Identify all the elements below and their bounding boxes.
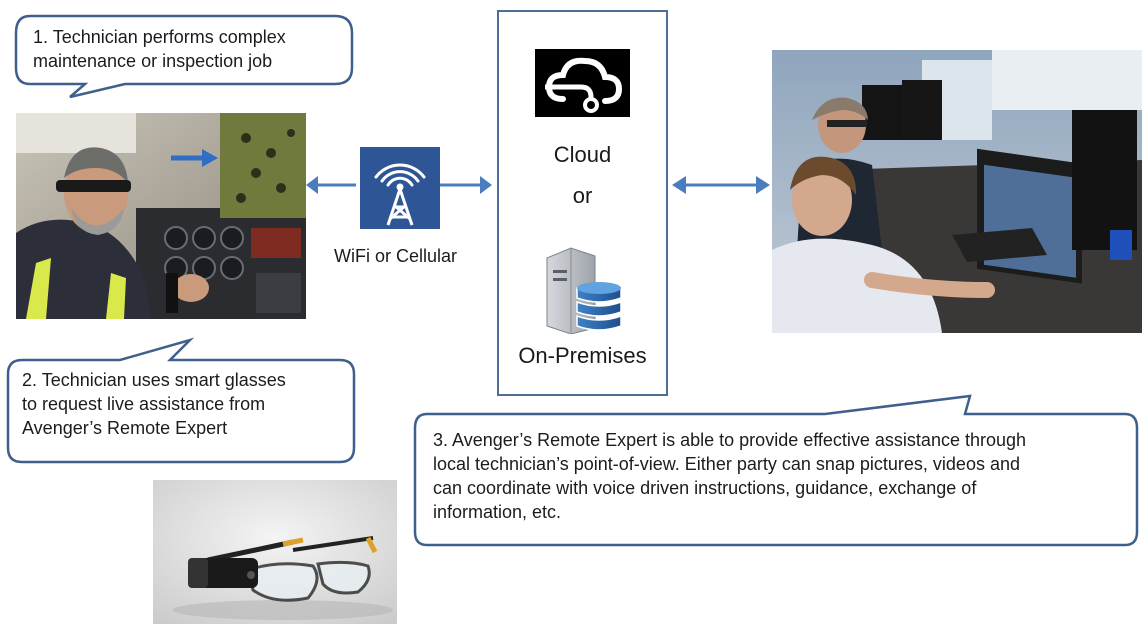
cloud-icon	[535, 49, 630, 117]
callout-step3-bubble	[413, 394, 1139, 547]
callout-step2-line1: 2. Technician uses smart glasses	[22, 370, 286, 390]
callout-step1-bubble	[14, 14, 354, 99]
network-label: WiFi or Cellular	[334, 246, 458, 266]
callout-step2-bubble	[6, 337, 356, 464]
callout-step3-line2: local technician’s point-of-view. Either…	[433, 454, 1020, 474]
callout-step2-text: 2. Technician uses smart glasses to requ…	[22, 368, 286, 440]
callout-step2-line3: Avenger’s Remote Expert	[22, 418, 228, 438]
callout-step3-line1: 3. Avenger’s Remote Expert is able to pr…	[433, 430, 1027, 450]
cloud-label: Cloud	[553, 142, 612, 167]
or-label: or	[572, 183, 593, 208]
callout-step1-text: 1. Technician performs complex maintenan…	[33, 25, 286, 73]
technician-photo	[16, 113, 306, 319]
arrow-center-expert	[672, 176, 770, 194]
cell-tower-icon	[360, 147, 440, 229]
callout-step3-line3: can coordinate with voice driven instruc…	[433, 478, 977, 498]
callout-step1-line2: maintenance or inspection job	[33, 51, 273, 71]
callout-step3-line4: information, etc.	[433, 502, 562, 522]
callout-step3-text: 3. Avenger’s Remote Expert is able to pr…	[433, 428, 1026, 524]
onprem-label: On-Premises	[518, 343, 647, 368]
callout-step1-line1: 1. Technician performs complex	[33, 27, 286, 47]
server-database-icon	[541, 244, 631, 335]
smart-glasses-photo	[153, 480, 397, 624]
arrow-tower-center	[440, 176, 492, 194]
arrow-tech-tower	[306, 176, 356, 194]
callout-step2-line2: to request live assistance from	[22, 394, 266, 414]
deployment-box: Cloud or On-Premises	[497, 10, 668, 396]
remote-expert-photo	[772, 50, 1142, 333]
